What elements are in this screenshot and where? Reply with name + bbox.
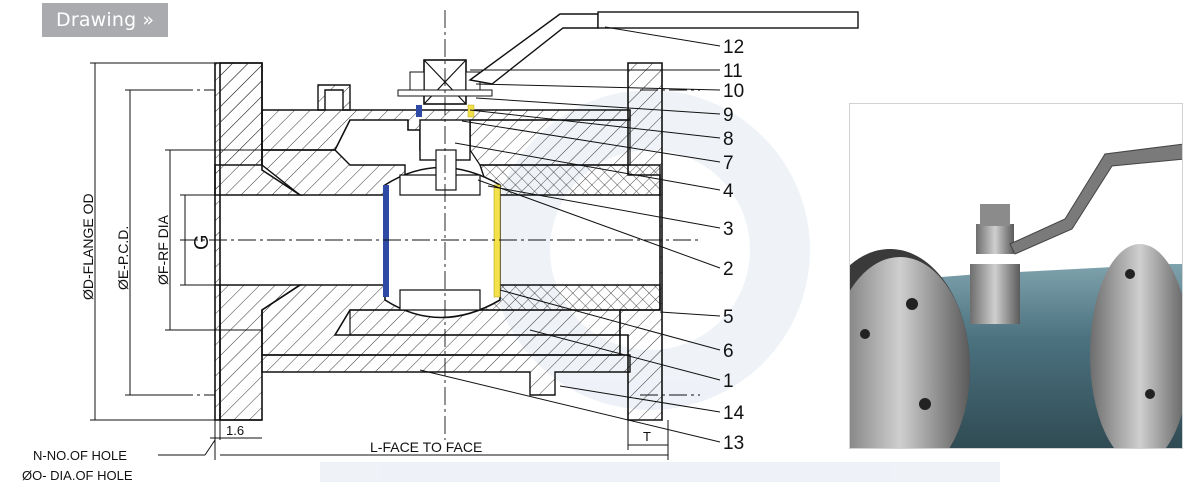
part-number-8: 8 (723, 129, 734, 150)
leader-line-6 (499, 289, 721, 351)
leader-line-1 (529, 329, 721, 381)
part-number-12: 12 (723, 37, 744, 58)
leader-line-3 (487, 185, 721, 229)
valve-photo-illustration (850, 104, 1182, 448)
leader-line-14 (559, 385, 721, 413)
dim-rf-dia: ØF-RF DIA (155, 214, 171, 285)
leader-line-10 (475, 83, 721, 91)
leader-line-2 (477, 179, 721, 269)
seat-left (383, 185, 389, 297)
leader-line-9 (475, 97, 721, 115)
dim-flange-od: ØD-FLANGE OD (80, 193, 96, 300)
lever-handle (468, 13, 599, 85)
leader-line-12 (604, 26, 721, 47)
drawing-tab-label: Drawing (56, 9, 137, 31)
part-leaders (419, 26, 721, 443)
part-number-2: 2 (723, 259, 734, 280)
part-number-10: 10 (723, 81, 744, 102)
dim-gasket: 1.6 (226, 423, 244, 438)
leader-line-7 (461, 120, 721, 163)
dim-bore: G (191, 234, 213, 250)
leader-line-5 (659, 311, 721, 317)
dim-holes-no: N-NO.OF HOLE (33, 448, 127, 463)
part-number-11: 11 (723, 61, 743, 82)
leader-line-8 (469, 109, 721, 139)
valve-photo (849, 103, 1183, 449)
seat-right (493, 184, 501, 298)
dim-holes-dia: ØO- DIA.OF HOLE (22, 468, 133, 483)
part-number-5: 5 (723, 307, 734, 328)
drawing-tab[interactable]: Drawing» (42, 3, 169, 37)
dim-face-to-face: L-FACE TO FACE (370, 439, 482, 455)
leader-line-4 (454, 142, 721, 191)
dim-pcd: ØE-P.C.D. (115, 226, 131, 290)
part-number-13: 13 (723, 433, 744, 454)
part-number-6: 6 (723, 341, 734, 362)
leader-line-13 (419, 369, 721, 443)
dim-thickness: T (643, 429, 651, 444)
part-number-14: 14 (723, 403, 745, 424)
part-number-1: 1 (723, 371, 734, 392)
part-number-4: 4 (723, 181, 734, 202)
double-chevron-right-icon: » (142, 9, 155, 31)
part-number-7: 7 (723, 153, 734, 174)
part-number-9: 9 (723, 105, 734, 126)
part-number-3: 3 (723, 219, 734, 240)
ball (384, 166, 501, 319)
dimension-lines (90, 62, 669, 460)
